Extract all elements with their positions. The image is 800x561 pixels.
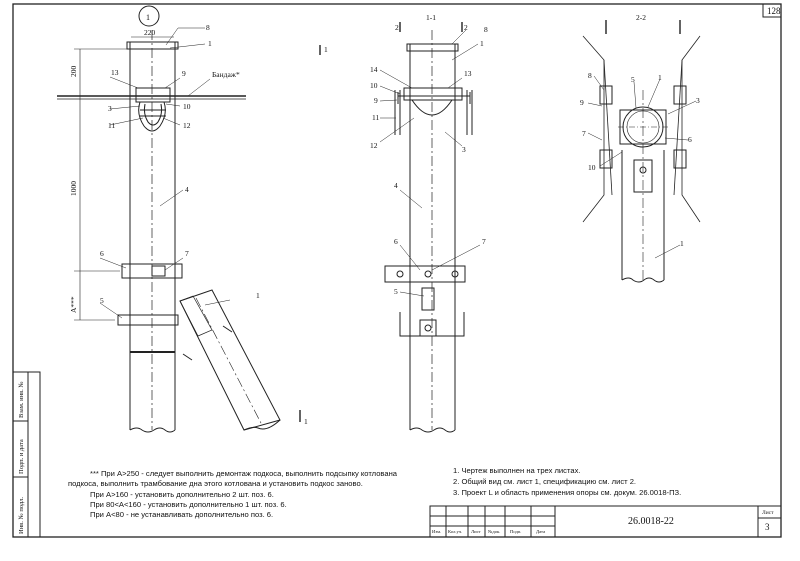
callout-5: 5 (100, 296, 104, 305)
callout-1-lower: 1 (680, 239, 684, 248)
callout-5: 5 (631, 75, 635, 84)
dim-a: A*** (69, 296, 78, 313)
view-1-1 (379, 22, 481, 433)
callout-8: 8 (588, 71, 592, 80)
callout-7: 7 (185, 249, 189, 258)
dim-top: 200 (69, 66, 78, 78)
document-code: 26.0018-22 (628, 516, 674, 527)
col-list: Лист (471, 529, 481, 534)
callout-1: 1 (658, 73, 662, 82)
note-3: 3. Проект L и область применения опоры с… (453, 488, 682, 497)
callout-1: 1 (208, 39, 212, 48)
callout-9: 9 (374, 96, 378, 105)
dim-height: 1000 (69, 181, 78, 196)
callout-3: 3 (462, 145, 466, 154)
stamp-replace-inv: Взам. инв. № (18, 381, 25, 418)
bandage-label: Бандаж* (212, 70, 240, 79)
callout-10: 10 (588, 163, 596, 172)
view-2-2-labels: 2-2 8 5 1 9 3 7 6 10 1 (580, 13, 700, 248)
note-a80-160: При 80<A<160 - установить дополнительно … (90, 500, 287, 509)
note-a250-line2: подкоса, выполнить трамбование дна этого… (68, 479, 363, 488)
corner-number: 128 (767, 6, 781, 16)
section-mark-bottom: 1 (304, 417, 308, 426)
sheet-label: Лист (762, 510, 774, 516)
section-mark-left: 2 (395, 23, 399, 32)
callout-11: 11 (108, 121, 115, 130)
col-izm: Изм. (432, 529, 441, 534)
callout-13: 13 (111, 68, 119, 77)
left-stamp-labels: Взам. инв. № Подп. и дата Инв. № подл. (18, 381, 25, 534)
sheet-number: 3 (765, 522, 770, 532)
col-kolich: Кол.уч. (448, 529, 462, 534)
callout-12: 12 (183, 121, 191, 130)
callout-4: 4 (185, 185, 189, 194)
section-mark-right: 2 (464, 23, 468, 32)
note-a80: При A<80 - не устанавливать дополнительн… (90, 510, 274, 519)
title-block-labels: Изм. Кол.уч. Лист №док. Подп. Дата (432, 529, 545, 534)
note-a160: При A>160 - установить дополнительно 2 ш… (90, 490, 274, 499)
view-number-circle (138, 5, 160, 27)
callout-12: 12 (370, 141, 378, 150)
pole-cap (126, 41, 179, 50)
col-ndok: №док. (488, 529, 500, 534)
callout-3: 3 (108, 104, 112, 113)
title-block (429, 505, 782, 538)
view-1-labels: 1 220 200 1000 A*** Бандаж* 1 1 8 1 13 9… (69, 13, 328, 426)
callout-14: 14 (370, 65, 378, 74)
callout-1-brace: 1 (256, 291, 260, 300)
corner-box (762, 3, 782, 18)
sheet-frame (12, 3, 782, 538)
view-1 (57, 5, 321, 433)
callout-11: 11 (372, 113, 379, 122)
callout-6: 6 (688, 135, 692, 144)
callout-4: 4 (394, 181, 398, 190)
callout-7: 7 (482, 237, 486, 246)
callout-1: 1 (480, 39, 484, 48)
circle-label: 1 (146, 13, 150, 22)
section-mark-top: 1 (324, 45, 328, 54)
callout-13: 13 (464, 69, 472, 78)
note-2: 2. Общий вид см. лист 1, спецификацию см… (453, 477, 637, 486)
callout-5: 5 (394, 287, 398, 296)
left-stamp (12, 371, 41, 538)
callout-8: 8 (206, 23, 210, 32)
note-1: 1. Чертеж выполнен на трех листах. (453, 466, 581, 475)
callout-7: 7 (582, 129, 586, 138)
stamp-sign-date: Подп. и дата (18, 439, 25, 474)
view-2-2-title: 2-2 (636, 13, 646, 22)
view-2-2 (582, 20, 701, 283)
callout-6: 6 (394, 237, 398, 246)
callout-10: 10 (183, 102, 191, 111)
col-podp: Подп. (510, 529, 521, 534)
note-a250-line1: *** При A>250 - следует выполнить демонт… (90, 469, 398, 478)
view-1-1-labels: 1-1 2 2 8 1 14 13 10 9 11 12 3 4 6 7 5 (370, 13, 488, 296)
callout-9: 9 (182, 69, 186, 78)
callout-3: 3 (696, 96, 700, 105)
stamp-inv-original: Инв. № подл. (18, 497, 25, 534)
view-1-1-title: 1-1 (426, 13, 436, 22)
dim-width: 220 (144, 28, 156, 37)
callout-10: 10 (370, 81, 378, 90)
callout-6: 6 (100, 249, 104, 258)
callout-8: 8 (484, 25, 488, 34)
callout-9: 9 (580, 98, 584, 107)
col-data: Дата (536, 529, 545, 534)
